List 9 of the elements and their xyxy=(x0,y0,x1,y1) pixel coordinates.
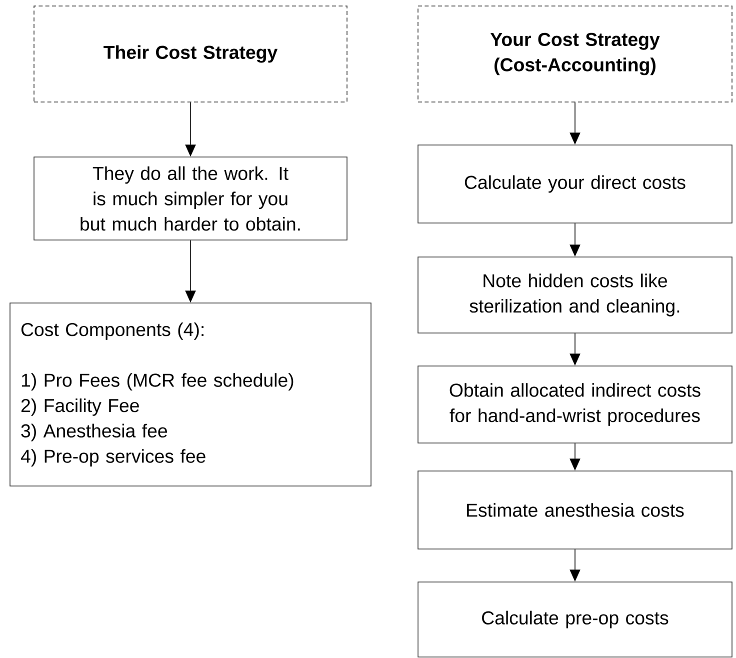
process-box: Calculate your direct costs xyxy=(418,144,732,224)
list-box: Cost Components (4): 1) Pro Fees (MCR fee schedule) 2) Facility Fee 3) Anesthesia fee 4) Pre-op services fee xyxy=(10,302,372,486)
heading-box: Their Cost Strategy xyxy=(34,6,348,102)
heading-box: Your Cost Strategy (Cost-Accounting) xyxy=(418,6,732,102)
process-box: Estimate anesthesia costs xyxy=(418,470,732,550)
process-box: Calculate pre-op costs xyxy=(418,582,732,658)
process-box: Note hidden costs like sterilization and cleaning. xyxy=(418,256,732,334)
process-box: They do all the work. It is much simpler for you but much harder to obtain. xyxy=(34,156,348,240)
process-box: Obtain allocated indirect costs for hand-and-wrist procedures xyxy=(418,366,732,444)
